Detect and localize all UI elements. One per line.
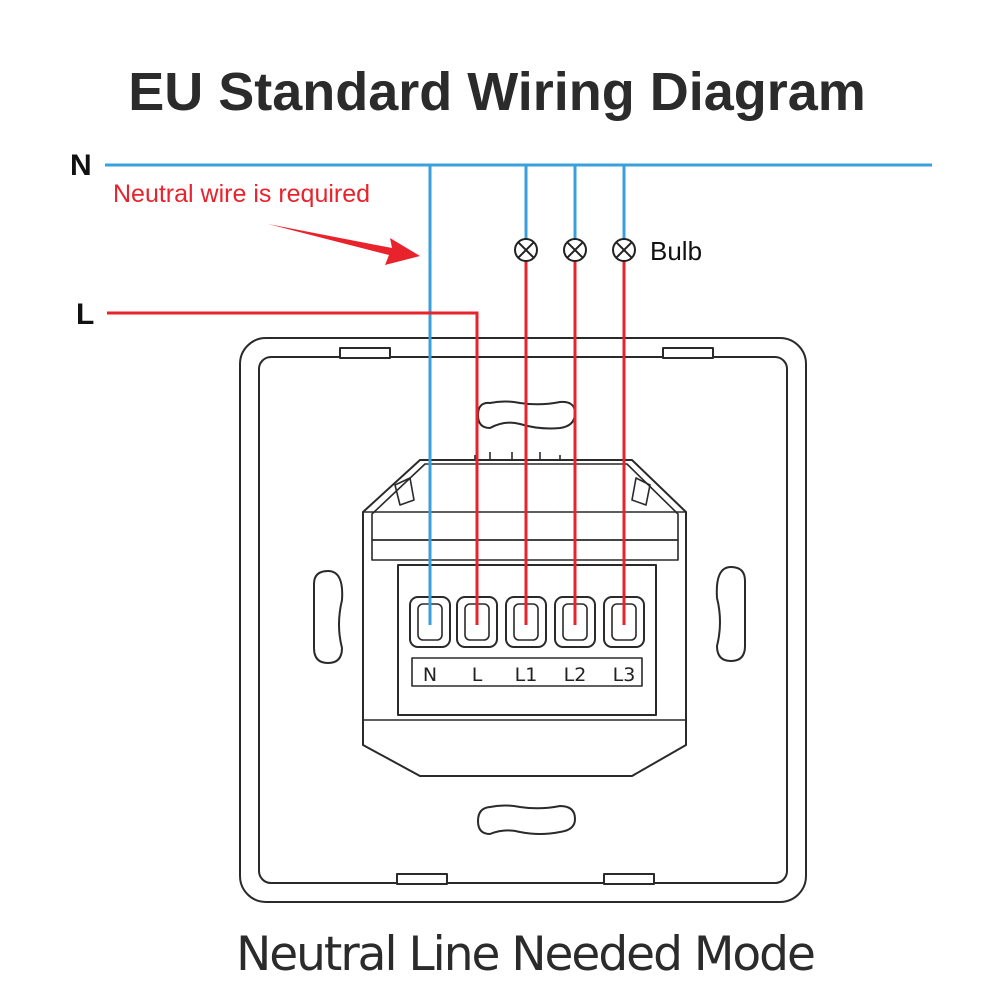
frame-clip-bottom-left <box>396 873 448 885</box>
module-housing <box>362 459 687 777</box>
frame-clip-top-right <box>662 347 714 359</box>
frame-clip-top-left <box>339 347 391 359</box>
panel-inner-frame <box>258 356 788 884</box>
terminal-label-l1: L1 <box>515 664 538 686</box>
frame-clip-bottom-right <box>603 873 655 885</box>
panel-outer-frame <box>239 337 807 903</box>
bulb-branches <box>428 165 636 625</box>
mounting-slot-right <box>715 566 746 662</box>
diagram-subtitle: Neutral Line Needed Mode <box>236 927 814 982</box>
bulb-branch-1 <box>514 165 538 625</box>
module-latch-right <box>631 477 651 506</box>
bulb-icon <box>563 238 587 262</box>
terminal-label-l3: L3 <box>613 664 636 686</box>
wiring <box>105 163 932 625</box>
note-arrow-icon <box>268 224 420 265</box>
module-vent-marks <box>474 452 561 460</box>
terminal-labels: N L L1 L2 L3 <box>423 664 635 686</box>
bulb-label: Bulb <box>650 236 702 266</box>
neutral-required-note: Neutral wire is required <box>113 180 370 208</box>
neutral-label: N <box>70 149 92 182</box>
bulb-icon <box>514 238 538 262</box>
terminal-label-strip <box>411 657 643 687</box>
bulb-icon <box>612 238 636 262</box>
bulb-branch-3 <box>612 165 636 625</box>
live-label: L <box>76 298 94 331</box>
switch-panel: N L L1 L2 L3 <box>239 337 807 903</box>
terminal-label-n: N <box>423 664 437 686</box>
mounting-slot-left <box>313 570 344 664</box>
bulb-branch-2 <box>563 165 587 625</box>
module-latch-left <box>394 477 415 506</box>
terminal-label-l2: L2 <box>564 664 587 686</box>
diagram-title: EU Standard Wiring Diagram <box>128 62 866 122</box>
terminal-label-l: L <box>472 664 483 686</box>
live-wire <box>107 311 479 625</box>
mounting-slot-top <box>477 400 576 430</box>
mounting-slot-bottom <box>477 804 576 835</box>
